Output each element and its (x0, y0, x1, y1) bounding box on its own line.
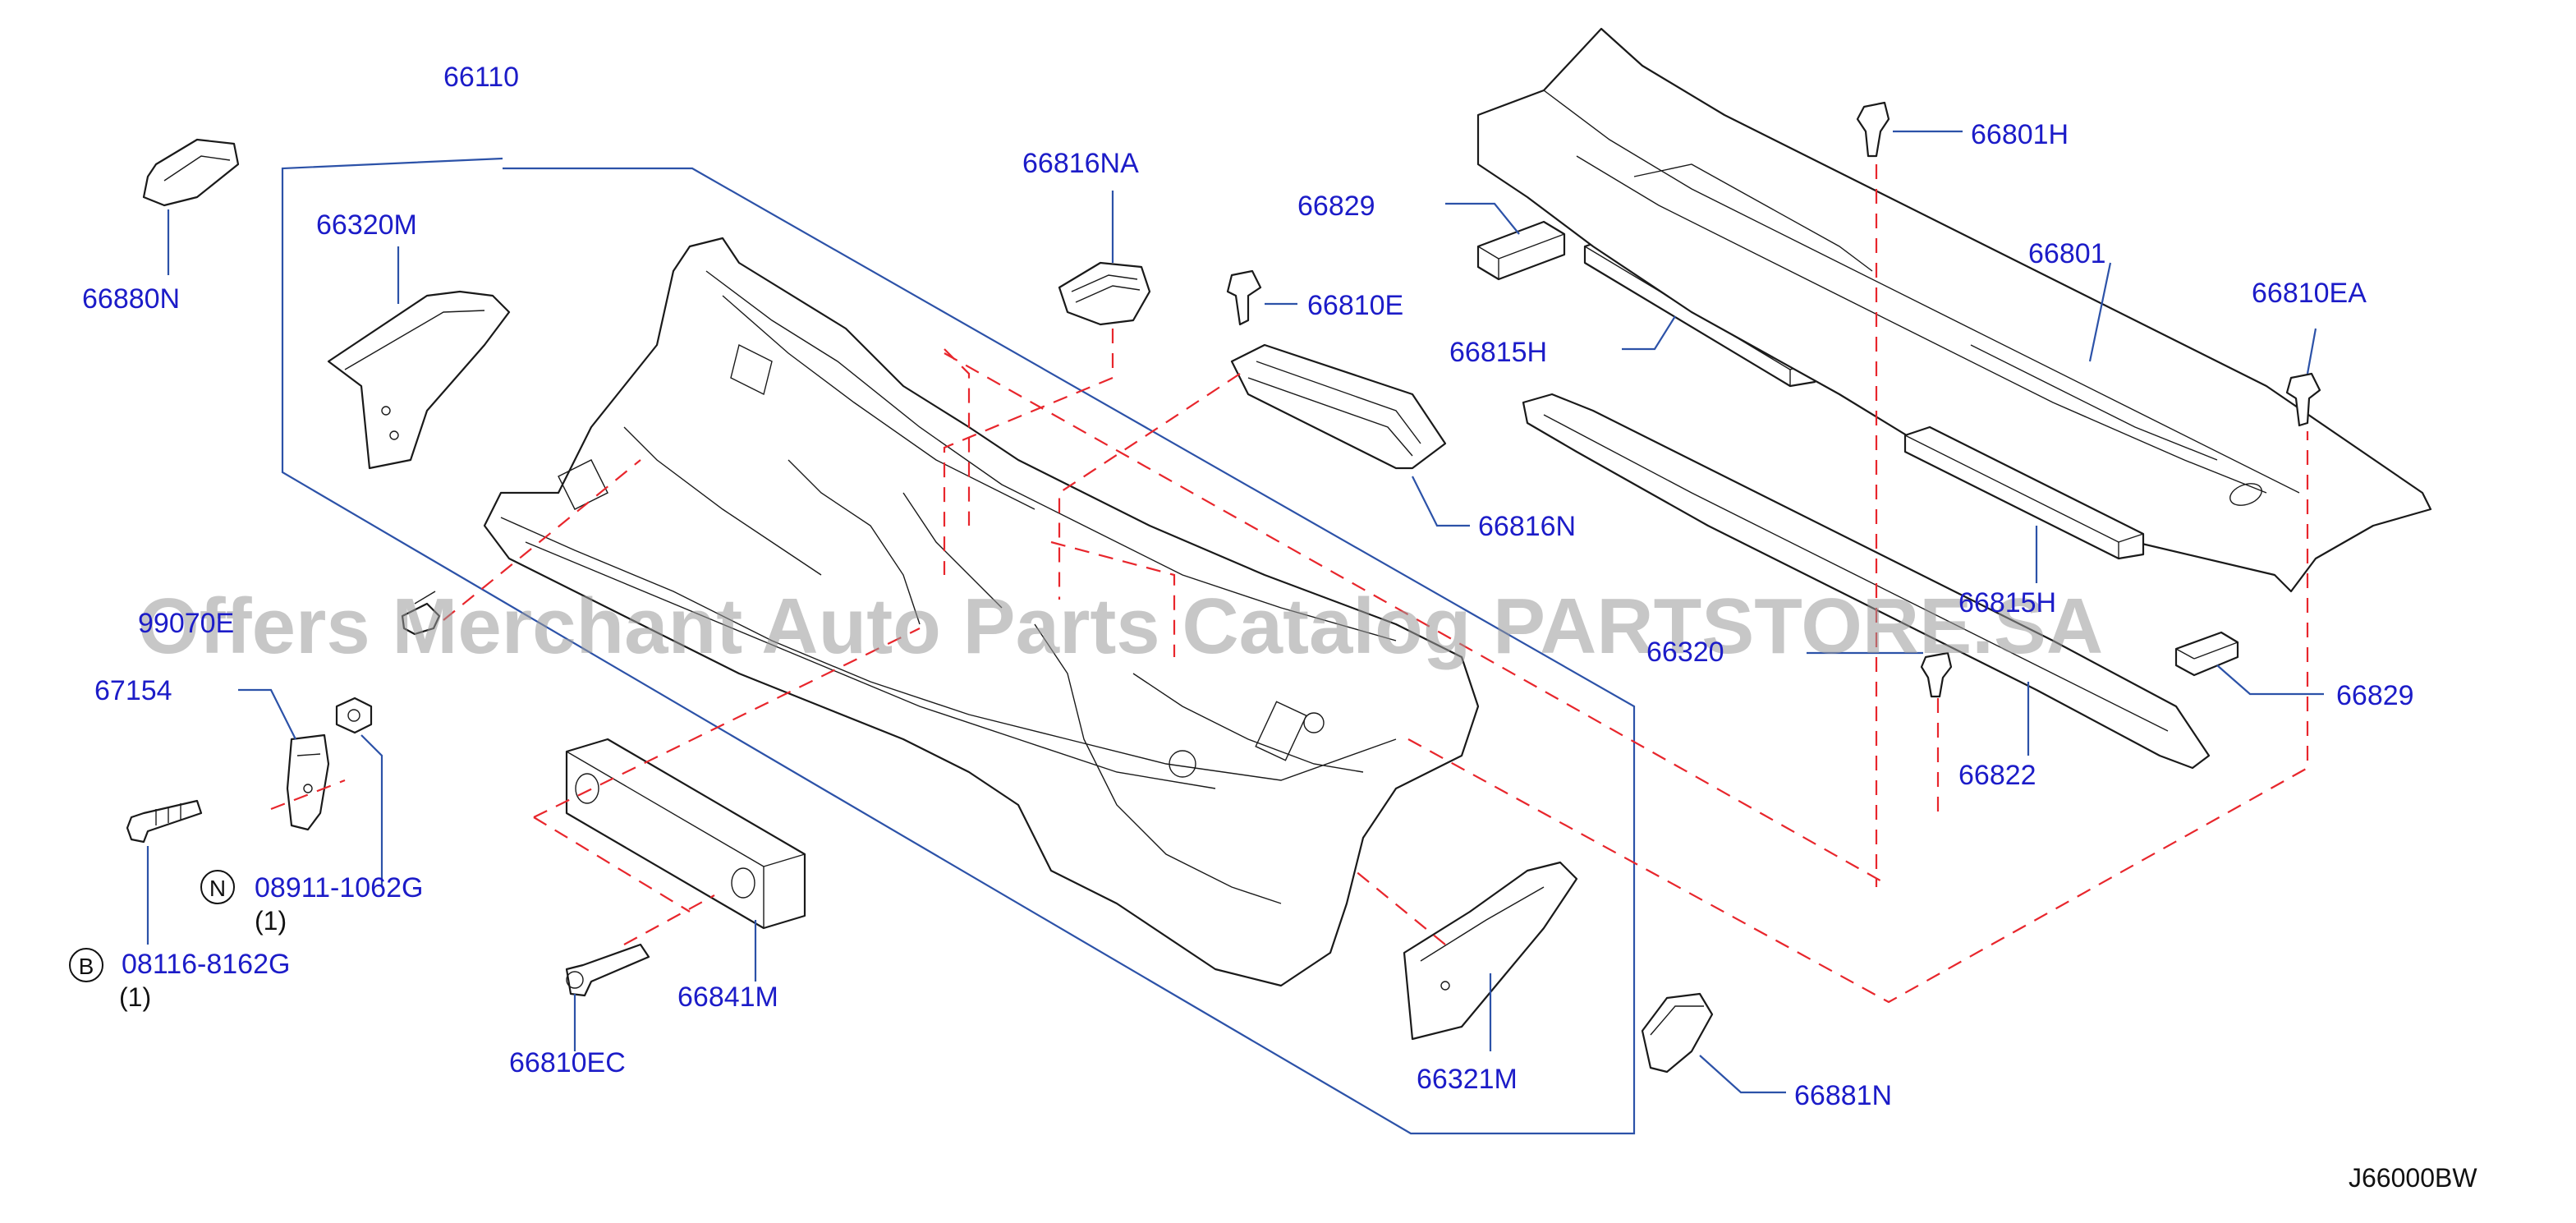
clip-99070E (401, 591, 441, 636)
label-66841M[interactable]: 66841M (677, 982, 778, 1013)
grille-66816NA (1058, 191, 1151, 326)
label-67154[interactable]: 67154 (94, 675, 172, 706)
qty-08116: (1) (119, 982, 151, 1012)
label-66881N[interactable]: 66881N (1794, 1080, 1892, 1111)
seal-66822 (1522, 393, 2211, 770)
part-labels: 66110 66880N 66320M 66816NA 66829 66810E… (82, 62, 2414, 1111)
label-66320M[interactable]: 66320M (316, 209, 417, 241)
label-66810EA[interactable]: 66810EA (2252, 278, 2367, 309)
clip-66810E (1226, 269, 1297, 326)
pad-66829-upper (1445, 202, 1566, 281)
clip-66320 (1807, 651, 1953, 698)
label-66829-upper[interactable]: 66829 (1297, 191, 1375, 222)
label-66815H-lower[interactable]: 66815H (1958, 587, 2056, 618)
label-08116-8162G[interactable]: 08116-8162G (122, 949, 290, 980)
label-66801H[interactable]: 66801H (1971, 119, 2069, 150)
pad-66829-lower (2174, 631, 2324, 696)
label-66816NA[interactable]: 66816NA (1022, 148, 1139, 179)
dash-panel-assembly (281, 157, 1636, 1135)
reinforcement-66321M (1403, 861, 1578, 1051)
bolt-08116 (126, 799, 203, 945)
label-08911-1062G[interactable]: 08911-1062G (255, 872, 423, 903)
badge-n-letter: N (209, 876, 226, 901)
label-66815H-upper[interactable]: 66815H (1449, 337, 1547, 368)
label-66801[interactable]: 66801 (2028, 238, 2106, 269)
watermark: Offers Merchant Auto Parts Catalog PARTS… (138, 582, 2103, 670)
label-99070E[interactable]: 99070E (138, 608, 234, 639)
bracket-66881N (1641, 992, 1786, 1094)
grille-66816N (1230, 343, 1470, 527)
label-66880N[interactable]: 66880N (82, 283, 180, 315)
box-66110 (281, 157, 1636, 1135)
label-66816N[interactable]: 66816N (1478, 511, 1576, 542)
dash-panel-body (483, 237, 1480, 987)
reinforcement-66320M (327, 246, 511, 470)
label-66320[interactable]: 66320 (1646, 637, 1724, 668)
strip-66815H-lower (1903, 425, 2145, 583)
label-66810EC[interactable]: 66810EC (509, 1047, 626, 1078)
bracket-67154 (238, 688, 330, 831)
cowl-top-66801 (1476, 27, 2432, 593)
clip-66810EC (565, 943, 650, 1051)
badge-n: N (200, 870, 235, 904)
label-66110[interactable]: 66110 (443, 62, 519, 93)
clip-66810EA (2285, 328, 2321, 427)
qty-08911: (1) (255, 906, 287, 936)
badge-b-letter: B (79, 954, 94, 979)
diagram-code: J66000BW (2349, 1163, 2477, 1193)
badge-b: B (69, 948, 103, 982)
label-66321M[interactable]: 66321M (1417, 1064, 1518, 1095)
label-66822[interactable]: 66822 (1958, 760, 2036, 791)
label-66829-lower[interactable]: 66829 (2336, 680, 2414, 711)
clip-66801H (1856, 101, 1963, 158)
bracket-66880N (142, 138, 240, 275)
block-66841M (565, 738, 806, 982)
label-66810E[interactable]: 66810E (1307, 290, 1403, 321)
nut-08911 (335, 697, 383, 887)
assembly-guide-lines (270, 164, 2309, 1004)
